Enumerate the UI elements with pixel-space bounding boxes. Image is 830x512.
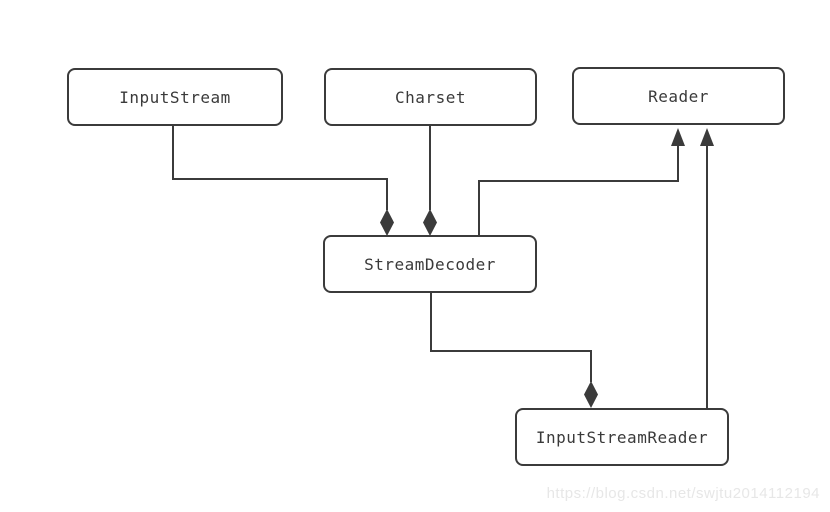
node-label: StreamDecoder [364,254,496,274]
edge-inputstream-streamdecoder [172,126,388,210]
edge-streamdecoder-inputstreamreader [430,293,592,382]
node-label: InputStream [119,87,231,107]
node-charset: Charset [324,68,537,126]
arrow-up-icon [700,128,714,146]
watermark: https://blog.csdn.net/swjtu2014112194 [546,485,820,502]
edge-streamdecoder-reader [478,145,679,236]
node-label: Charset [395,87,466,107]
diamond-icon [380,209,394,236]
diamond-icon [584,381,598,408]
node-label: Reader [648,86,709,106]
node-streamdecoder: StreamDecoder [323,235,537,293]
node-reader: Reader [572,67,785,125]
arrow-up-icon [671,128,685,146]
diamond-icon [423,209,437,236]
node-inputstream: InputStream [67,68,283,126]
node-inputstreamreader: InputStreamReader [515,408,729,466]
node-label: InputStreamReader [535,427,709,447]
